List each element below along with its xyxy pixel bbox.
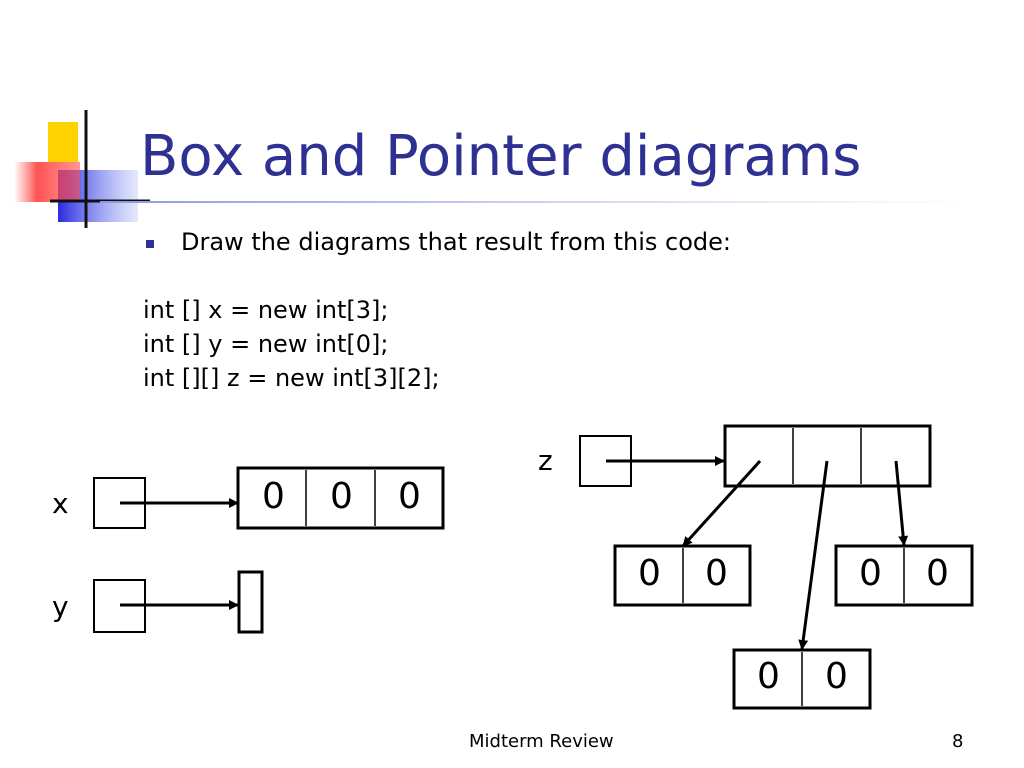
array-x-frame [236, 466, 445, 530]
array-y-empty [237, 570, 264, 634]
array-x-cell-0: 0 [262, 476, 285, 517]
array-z-row-1-cell-1: 0 [825, 656, 848, 697]
var-label-x: x [52, 487, 69, 520]
bullet-text: Draw the diagrams that result from this … [181, 228, 732, 256]
array-z-row-1-cell-0: 0 [757, 656, 780, 697]
title-underline [100, 201, 970, 203]
code-line-y: int [] y = new int[0]; [143, 330, 389, 358]
array-z-row-2-cell-1: 0 [926, 553, 949, 594]
array-z-row-2-cell-0: 0 [859, 553, 882, 594]
pointer-z-row-2 [894, 460, 909, 546]
array-x-cell-1: 0 [330, 476, 353, 517]
var-label-z: z [538, 444, 553, 477]
code-line-x: int [] x = new int[3]; [143, 296, 389, 324]
var-box-x [93, 477, 146, 529]
pointer-z-row-0 [681, 459, 762, 548]
slide-logo-decoration [14, 110, 150, 228]
bullet-marker [146, 240, 154, 248]
page-number: 8 [952, 731, 964, 752]
array-x-cell-2: 0 [398, 476, 421, 517]
array-z-outer [723, 424, 932, 488]
slide-title: Box and Pointer diagrams [140, 124, 862, 189]
code-line-z: int [][] z = new int[3][2]; [143, 364, 440, 392]
pointer-z-row-1 [798, 460, 829, 650]
array-z-row-0-cell-1: 0 [705, 553, 728, 594]
array-z-row-0-cell-0: 0 [638, 553, 661, 594]
var-label-y: y [52, 590, 69, 623]
footer-title: Midterm Review [469, 731, 614, 752]
